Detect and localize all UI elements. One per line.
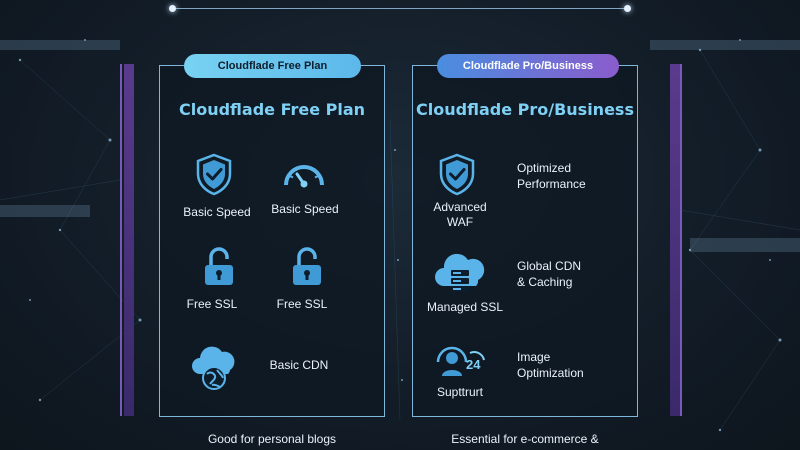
right-accent-line xyxy=(680,64,682,416)
support-24-icon: 24 xyxy=(434,344,488,378)
pro-plan-pill: Cloudflade Pro/Business xyxy=(437,54,619,78)
pro-feature-desc: Optimized xyxy=(517,161,572,175)
pro-feature-desc: Global CDN xyxy=(517,259,582,273)
top-divider-line xyxy=(172,8,628,9)
free-feature-label: Free SSL xyxy=(276,297,328,311)
left-accent-bar xyxy=(124,64,134,416)
pro-plan-title: Cloudflade Pro/Business xyxy=(416,100,634,119)
cloud-server-icon xyxy=(434,250,486,296)
svg-text:24: 24 xyxy=(466,357,481,372)
cloud-globe-icon xyxy=(188,340,240,392)
shield-check-icon xyxy=(434,151,480,197)
pro-feature-desc: & Caching xyxy=(517,275,573,289)
pro-feature-desc: Optimization xyxy=(517,366,584,380)
pro-feature-label: Advanced xyxy=(433,200,487,214)
top-divider-dot-right xyxy=(624,5,631,12)
free-feature-label: Basic CDN xyxy=(269,358,329,372)
free-plan-footer: Good for personal blogs xyxy=(207,432,337,446)
free-plan-pill: Cloudflade Free Plan xyxy=(184,54,361,78)
pro-plan-footer: Essential for e-commerce & xyxy=(451,432,599,446)
free-plan-card xyxy=(159,65,385,417)
lock-icon xyxy=(196,244,242,290)
free-feature-label: Basic Speed xyxy=(271,202,339,216)
right-accent-bar xyxy=(670,64,680,416)
pro-feature-label: Supttrurt xyxy=(436,385,484,399)
pro-feature-desc: Performance xyxy=(517,177,586,191)
free-feature-label: Basic Speed xyxy=(183,205,251,219)
shield-check-icon xyxy=(191,151,237,197)
free-feature-label: Free SSL xyxy=(186,297,238,311)
pro-feature-desc: Image xyxy=(517,350,551,364)
pro-feature-label: WAF xyxy=(446,215,474,229)
pro-feature-label: Managed SSL xyxy=(426,300,504,314)
lock-icon xyxy=(284,244,330,290)
left-accent-line xyxy=(120,64,122,416)
free-plan-title: Cloudflade Free Plan xyxy=(178,100,366,119)
speedometer-icon xyxy=(281,153,327,199)
top-divider-dot-left xyxy=(169,5,176,12)
